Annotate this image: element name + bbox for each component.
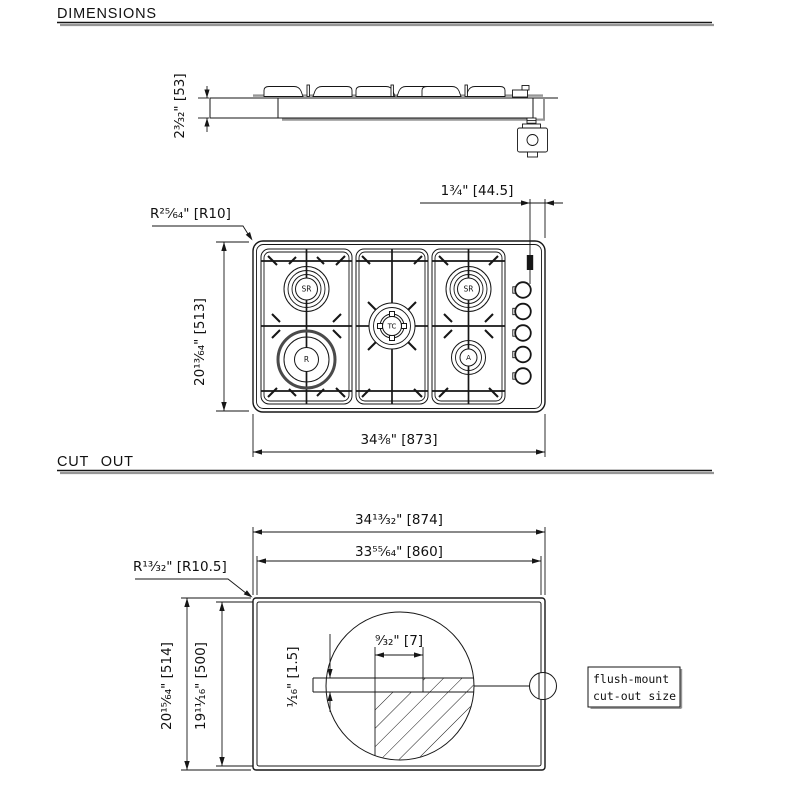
hatch-areas (375, 678, 474, 760)
step-width-dimension: ⁹⁄₃₂" [7] (375, 633, 423, 658)
label-line-1: flush-mount (593, 672, 669, 686)
burner-sr-right: SR (445, 266, 492, 312)
grate-section-right: SR A (431, 248, 506, 405)
knob (512, 324, 532, 342)
grate-corner-ticks (267, 255, 346, 398)
cooktop-outline (252, 240, 546, 413)
cut-out-title: CUT OUT (57, 454, 134, 470)
burner-label-tc: TC (387, 323, 397, 331)
dim-step-width: ⁹⁄₃₂" [7] (375, 633, 423, 649)
burner-label-r: R (304, 355, 309, 364)
dim-cutout-inner-depth: 19¹¹⁄₁₆" [500] (193, 642, 209, 730)
label-line-2: cut-out size (593, 689, 676, 703)
side-view-igniter-fitting (512, 85, 530, 98)
section-marker-circle (529, 672, 557, 700)
cutout-outer-width-dimension: 34¹³⁄₃₂" [874] (252, 512, 546, 595)
dim-side-height: 2³⁄₃₂" [53] (172, 73, 188, 138)
flush-mount-detail: ⁹⁄₃₂" [7] ¹⁄₁₆" [1.5] (285, 611, 557, 761)
label-box (587, 666, 681, 708)
burner-sr-left: SR (283, 266, 330, 312)
dimensions-header: DIMENSIONS (57, 6, 714, 27)
dim-cutout-inner-width: 33⁵⁵⁄₆₄" [860] (355, 544, 443, 560)
side-view-height-dimension: 2³⁄₃₂" [53] (172, 73, 210, 139)
cut-out-header: CUT OUT (57, 454, 714, 475)
burner-label-sr-left: SR (302, 285, 312, 294)
cutout-inner-width-dimension: 33⁵⁵⁄₆₄" [860] (256, 544, 542, 595)
cutout-inner-depth-dimension: 19¹¹⁄₁₆" [500] (193, 601, 253, 767)
cutout-outer-depth-dimension: 20¹⁵⁄₆₄" [514] (159, 597, 251, 771)
dim-step-thickness: ¹⁄₁₆" [1.5] (285, 647, 301, 708)
burner-a: A (451, 340, 486, 375)
side-view-grates (263, 84, 506, 97)
side-view-body (209, 97, 534, 119)
dimensions-title: DIMENSIONS (57, 6, 157, 22)
dim-cutout-corner-radius: R¹³⁄₃₂" [R10.5] (133, 559, 227, 575)
burner-r: R (276, 329, 337, 390)
burner-label-a: A (466, 354, 471, 362)
dim-igniter-offset: 1¾" [44.5] (441, 183, 514, 199)
burner-tc: TC (368, 302, 416, 350)
burner-label-sr-right: SR (464, 285, 474, 294)
top-view: 1¾" [44.5] R²⁵⁄₆₄" [R10] (150, 183, 563, 457)
top-view-igniter-dimension: 1¾" [44.5] (420, 183, 563, 284)
dim-top-width: 34⅜" [873] (360, 432, 437, 448)
cutout-radius-callout: R¹³⁄₃₂" [R10.5] (133, 559, 253, 598)
knob (512, 302, 532, 321)
top-view-radius-callout: R²⁵⁄₆₄" [R10] (150, 206, 253, 241)
control-knobs (512, 281, 532, 385)
top-view-width-dimension: 34⅜" [873] (252, 414, 546, 457)
dim-cutout-outer-width: 34¹³⁄₃₂" [874] (355, 512, 443, 528)
knob (512, 345, 532, 364)
dim-top-depth: 20¹³⁄₆₄" [513] (192, 298, 208, 386)
knob (512, 281, 532, 299)
step-thickness-dimension: ¹⁄₁₆" [1.5] (285, 634, 333, 712)
side-view-gas-valve (517, 117, 548, 158)
cooktop-inner-edge (256, 244, 542, 409)
grate-section-left: SR R (260, 248, 353, 405)
dim-cutout-outer-depth: 20¹⁵⁄₆₄" [514] (159, 642, 175, 730)
flush-mount-label: flush-mount cut-out size (587, 666, 683, 710)
side-view: 2³⁄₃₂" [53] (172, 73, 558, 158)
knob (512, 367, 532, 385)
igniter-element-mark (526, 255, 534, 270)
grate-section-center: TC (355, 248, 429, 405)
dim-top-corner-radius: R²⁵⁄₆₄" [R10] (150, 206, 231, 222)
cut-out-view: 34¹³⁄₃₂" [874] 33⁵⁵⁄₆₄" [860] R¹³⁄₃₂" [R… (133, 512, 683, 771)
grate-corner-ticks (438, 255, 499, 398)
top-view-depth-dimension: 20¹³⁄₆₄" [513] (192, 241, 249, 412)
grate-corner-ticks (361, 255, 423, 398)
